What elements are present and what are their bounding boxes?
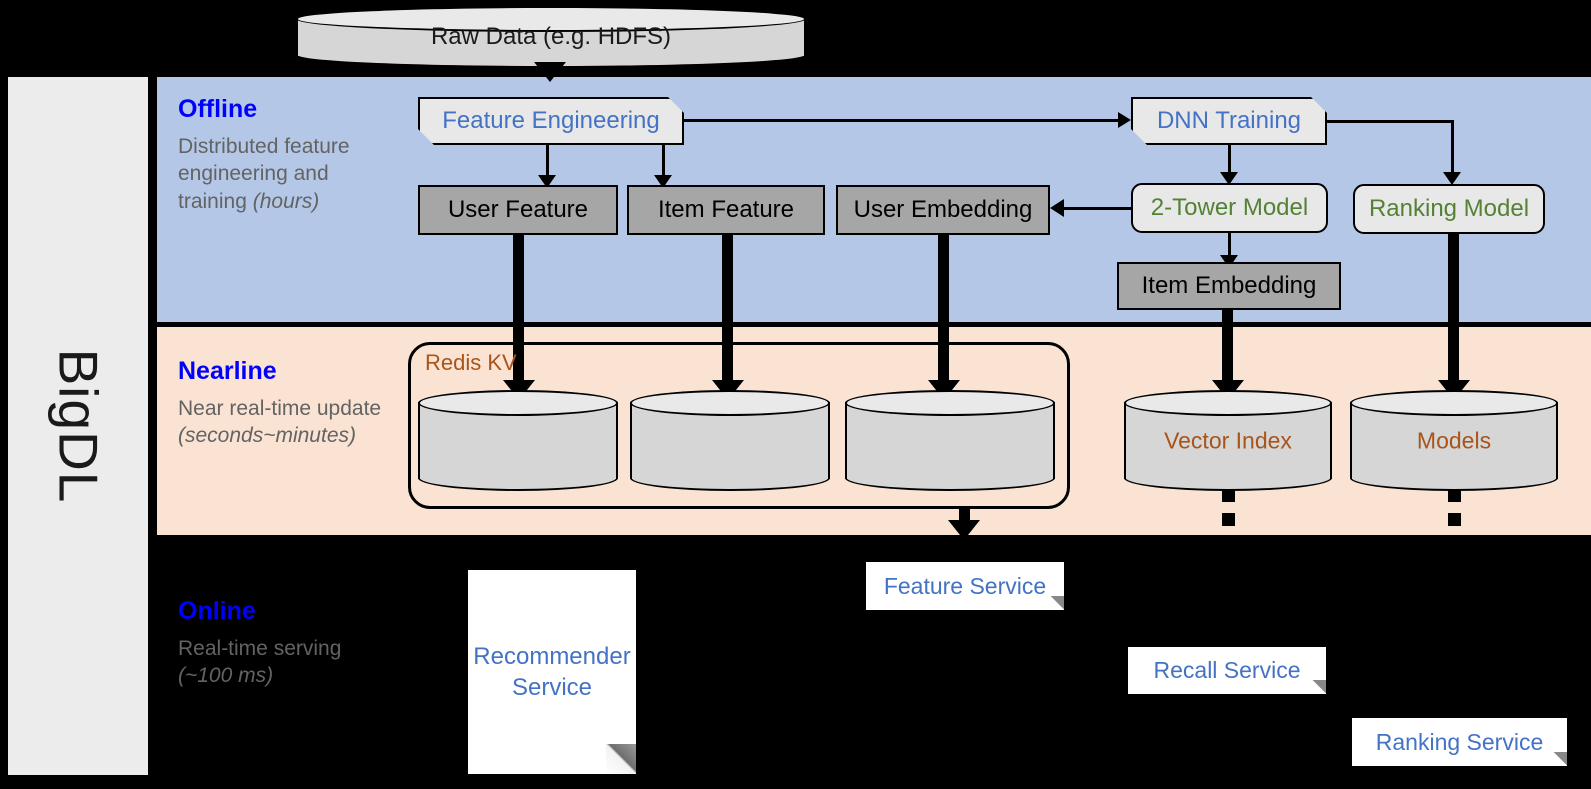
vector-index-label: Vector Index: [1164, 427, 1292, 453]
connector-itemfeature-store: [722, 235, 733, 385]
user-feature-label: User Feature: [447, 196, 589, 223]
item-embedding-box[interactable]: Item Embedding: [1117, 262, 1341, 310]
page-fold-icon: [1312, 680, 1326, 694]
online-caption: Online Real-time serving (~100 ms): [178, 597, 393, 690]
dnn-training-box[interactable]: DNN Training: [1131, 97, 1327, 145]
offline-title: Offline: [178, 95, 258, 123]
arrowhead-rawdata-fe: [534, 62, 566, 82]
item-feature-box[interactable]: Item Feature: [627, 185, 825, 235]
feature-service-label: Feature Service: [883, 572, 1047, 599]
nearline-subtitle: Near real-time update (seconds~minutes): [178, 396, 382, 448]
cylinder-top: [845, 390, 1055, 416]
cylinder-top: [1124, 390, 1332, 416]
connector-dash-vectorindex-1: [1222, 489, 1235, 502]
connector-dnn-twotower: [1228, 145, 1231, 177]
connector-redis-featureservice: [959, 509, 970, 525]
recommender-service-card[interactable]: Recommender Service: [468, 570, 636, 774]
arrowhead-fe-itemfeature: [654, 175, 672, 188]
user-embedding-label: User Embedding: [853, 196, 1033, 223]
arrowhead-fe-userfeature: [538, 175, 556, 188]
models-store[interactable]: Models: [1350, 390, 1558, 491]
raw-data-store: Raw Data (e.g. HDFS): [296, 6, 806, 68]
page-fold-icon: [1553, 752, 1567, 766]
connector-dnn-ranking-h: [1327, 120, 1454, 123]
connector-twotower-itemembedding: [1228, 233, 1231, 261]
arrowhead-dnn-twotower: [1220, 172, 1238, 185]
arrowhead-fe-dnn: [1118, 112, 1131, 128]
bigdl-framework-rail: BigDL: [8, 77, 148, 775]
ranking-service-label: Ranking Service: [1375, 728, 1544, 755]
nearline-title: Nearline: [178, 357, 277, 385]
recall-service-label: Recall Service: [1153, 657, 1301, 683]
nearline-caption: Nearline Near real-time update (seconds~…: [178, 357, 393, 450]
online-title: Online: [178, 597, 256, 625]
connector-fe-userfeature: [546, 145, 549, 179]
connector-rankingmodel-models: [1448, 234, 1459, 385]
item-feature-label: Item Feature: [657, 196, 795, 223]
two-tower-model-box[interactable]: 2-Tower Model: [1131, 183, 1328, 233]
connector-fe-itemfeature: [662, 145, 665, 179]
two-tower-model-label: 2-Tower Model: [1150, 194, 1309, 221]
connector-dash-vectorindex-2: [1222, 513, 1235, 526]
feature-engineering-label: Feature Engineering: [442, 107, 660, 134]
models-label: Models: [1416, 427, 1492, 453]
dnn-training-label: DNN Training: [1156, 107, 1302, 134]
feature-service-card[interactable]: Feature Service: [866, 562, 1064, 610]
arrowhead-dnn-ranking: [1443, 172, 1461, 185]
arrowhead-twotower-userembedding: [1050, 199, 1064, 217]
recommender-service-label: Recommender Service: [473, 642, 631, 701]
raw-data-label: Raw Data (e.g. HDFS): [430, 23, 672, 50]
cylinder-top: [418, 390, 618, 416]
cylinder-top: [630, 390, 830, 416]
ranking-model-label: Ranking Model: [1368, 195, 1530, 222]
redis-kv-container: [408, 342, 1070, 509]
arrowhead-redis-featureservice: [948, 520, 980, 540]
cylinder-top: [1350, 390, 1558, 416]
item-embedding-label: Item Embedding: [1141, 272, 1317, 299]
offline-caption: Offline Distributed feature engineering …: [178, 95, 393, 216]
bigdl-label: BigDL: [47, 348, 109, 504]
ranking-model-box[interactable]: Ranking Model: [1353, 184, 1545, 234]
connector-dnn-ranking-v: [1451, 120, 1454, 177]
redis-kv-label: Redis KV: [425, 350, 517, 375]
page-fold-icon: [606, 744, 636, 774]
cylinder-top: [296, 6, 806, 32]
kv-store-item-feature[interactable]: [630, 390, 830, 491]
kv-store-user-embedding[interactable]: [845, 390, 1055, 491]
connector-itemembedding-vectorindex: [1222, 310, 1233, 385]
user-embedding-box[interactable]: User Embedding: [836, 185, 1050, 235]
recall-service-card[interactable]: Recall Service: [1128, 647, 1326, 694]
connector-dash-models-2: [1448, 513, 1461, 526]
vector-index-store[interactable]: Vector Index: [1124, 390, 1332, 491]
user-feature-box[interactable]: User Feature: [418, 185, 618, 235]
connector-userfeature-store: [513, 235, 524, 385]
connector-userembedding-store: [938, 235, 949, 385]
connector-twotower-userembedding: [1063, 207, 1133, 210]
feature-engineering-box[interactable]: Feature Engineering: [418, 97, 684, 145]
connector-dash-models-1: [1448, 489, 1461, 502]
kv-store-user-feature[interactable]: [418, 390, 618, 491]
offline-subtitle: Distributed feature engineering and trai…: [178, 134, 350, 213]
ranking-service-card[interactable]: Ranking Service: [1352, 718, 1567, 766]
connector-fe-dnn: [684, 119, 1119, 122]
page-fold-icon: [1050, 596, 1064, 610]
online-subtitle: Real-time serving (~100 ms): [178, 636, 342, 688]
